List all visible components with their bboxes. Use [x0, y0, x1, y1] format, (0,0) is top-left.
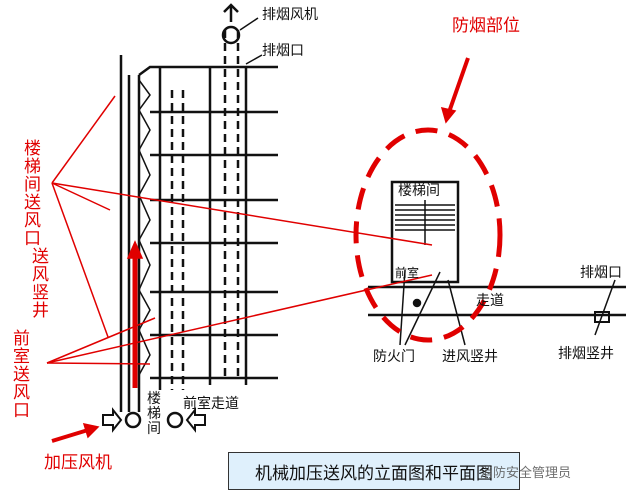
smoke-fan-label: 排烟风机	[262, 7, 318, 23]
stairwell-plan	[390, 180, 460, 284]
exhaust-arrow-icon	[223, 3, 239, 22]
supply-shaft-label: 送风竖井	[32, 247, 49, 321]
smoke-outlet-label: 排烟口	[262, 43, 304, 59]
pressurization-fan-icon	[124, 411, 142, 429]
smoke-control-area-outline	[353, 127, 503, 343]
corridor-label: 走道	[476, 293, 504, 309]
smoke-control-area-label: 防烟部位	[452, 16, 520, 36]
stair-supply-outlet-label: 楼梯间送风口	[24, 139, 41, 249]
pressurization-fan-label: 加压风机	[44, 453, 112, 473]
smoke-area-pointer	[446, 57, 470, 116]
figure-caption: 机械加压送风的立面图和平面图	[228, 452, 520, 490]
fan-pointer	[51, 428, 89, 443]
plan-smoke-outlet-label: 排烟口	[580, 265, 622, 281]
watermark: 消防安全管理员	[480, 466, 572, 481]
anteroom-fan-icon	[166, 411, 184, 429]
floor-lines	[150, 110, 278, 380]
anteroom-label: 前室	[395, 266, 420, 280]
anteroom-supply-outlet-label: 前室送风口	[13, 329, 30, 421]
air-inlet-arrow-icon	[102, 407, 123, 433]
air-inlet-arrow-icon	[185, 407, 206, 433]
annotation-lines	[46, 57, 470, 443]
stairwell-elevation-label: 楼梯间	[147, 391, 161, 437]
intake-shaft-label: 进风竖井	[442, 349, 498, 365]
smoke-fan-icon	[221, 25, 241, 45]
smoke-exhaust-shaft-label: 排烟竖井	[558, 346, 614, 362]
anteroom-corridor-label: 前室走道	[183, 396, 239, 412]
plan-drawing	[368, 180, 626, 346]
stairwell-plan-label: 楼梯间	[398, 183, 440, 199]
elevation-drawing	[102, 3, 278, 433]
fire-door-label: 防火门	[373, 349, 415, 365]
